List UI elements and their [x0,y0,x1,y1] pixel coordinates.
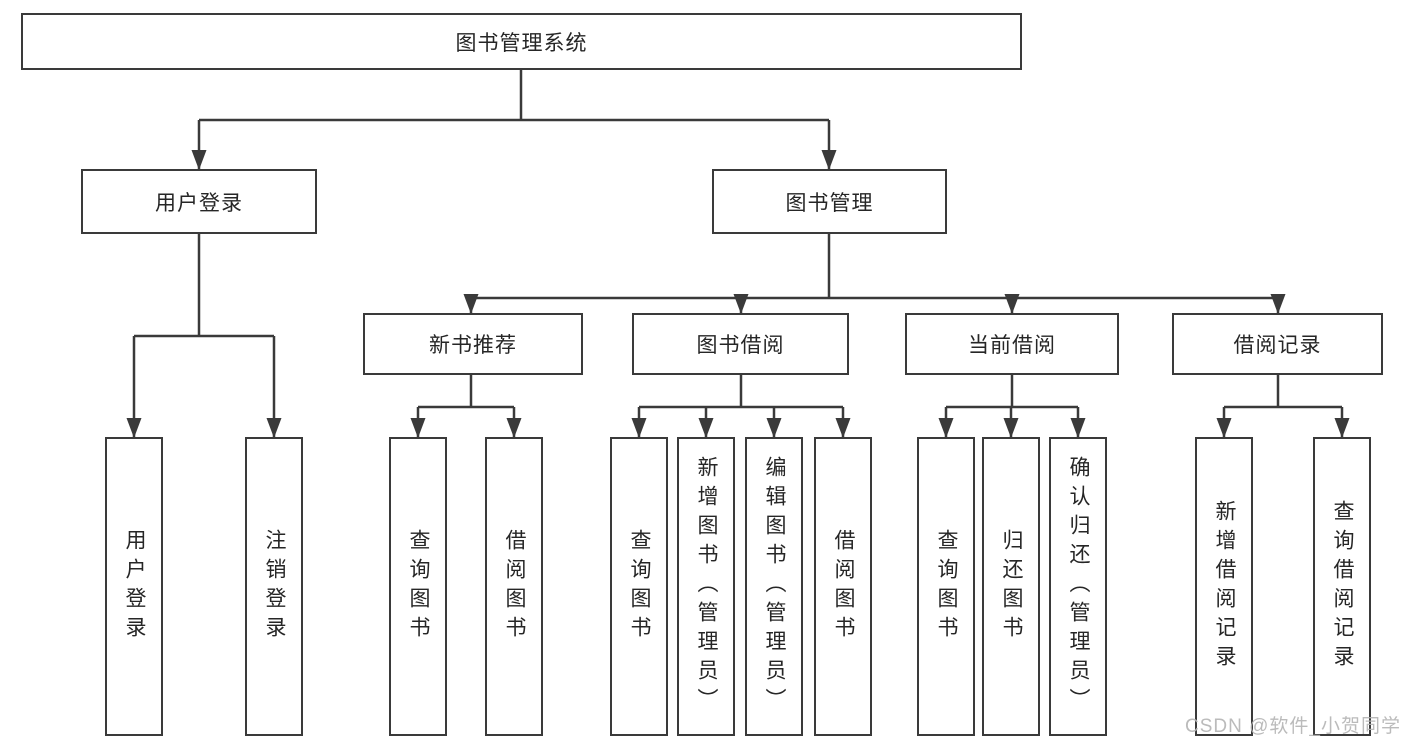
leaf-user-login: 用户登录 [105,437,163,736]
leaf-query-books-recommend: 查询图书 [389,437,447,736]
leaf-add-borrow-record: 新增借阅记录 [1195,437,1253,736]
leaf-edit-book-admin: 编辑图书（管理员） [745,437,803,736]
node-new-book-recommendation: 新书推荐 [363,313,583,375]
leaf-confirm-return-admin: 确认归还（管理员） [1049,437,1107,736]
node-borrowing-records: 借阅记录 [1172,313,1383,375]
leaf-borrow-books-recommend: 借阅图书 [485,437,543,736]
leaf-add-book-admin: 新增图书（管理员） [677,437,735,736]
node-current-borrowing: 当前借阅 [905,313,1119,375]
node-book-management: 图书管理 [712,169,947,234]
node-book-borrowing: 图书借阅 [632,313,849,375]
leaf-query-books-borrowing: 查询图书 [610,437,668,736]
leaf-query-books-current: 查询图书 [917,437,975,736]
node-library-management-system: 图书管理系统 [21,13,1022,70]
node-user-login: 用户登录 [81,169,317,234]
leaf-return-books: 归还图书 [982,437,1040,736]
csdn-watermark: CSDN @软件_小贺同学 [1185,716,1401,737]
leaf-borrow-books: 借阅图书 [814,437,872,736]
leaf-logout: 注销登录 [245,437,303,736]
leaf-query-borrow-record: 查询借阅记录 [1313,437,1371,736]
